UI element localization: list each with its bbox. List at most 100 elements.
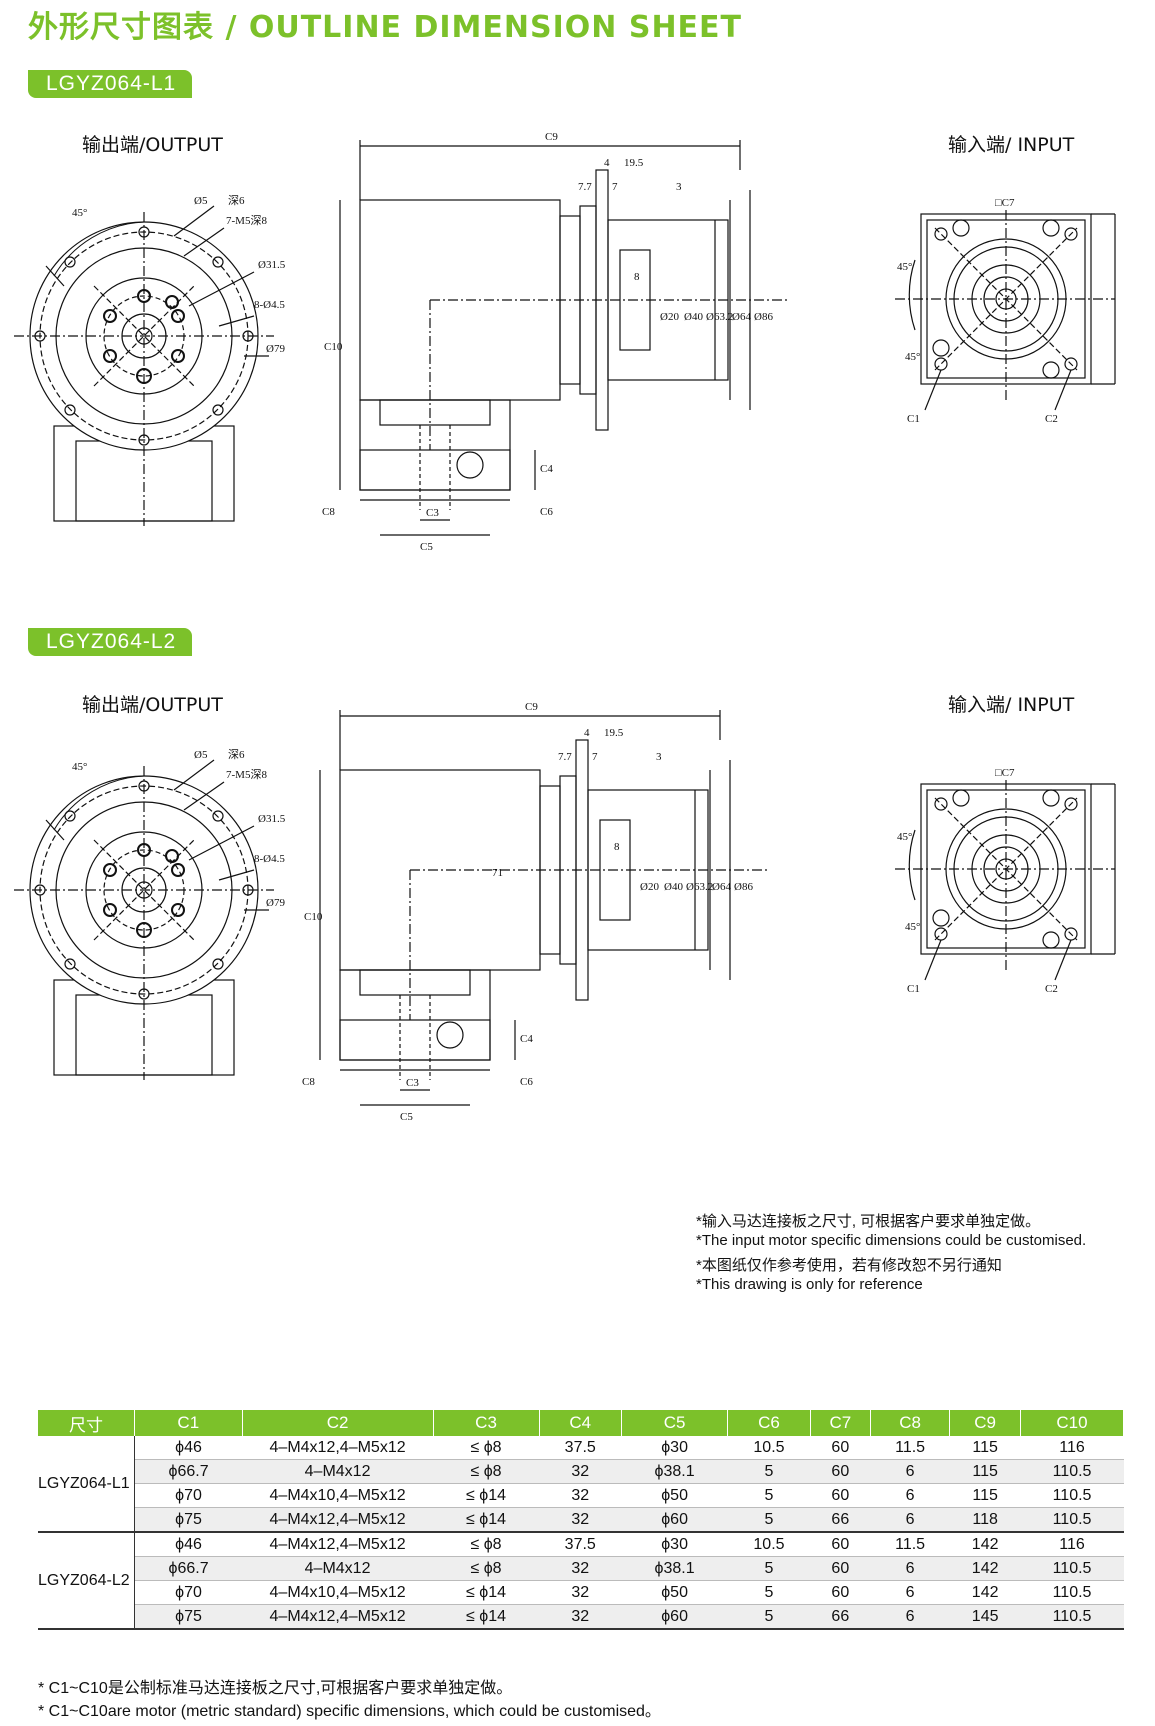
- notes-block-1: *输入马达连接板之尺寸, 可根据客户要求单独定做。 *The input mot…: [696, 1212, 1086, 1250]
- dim-c4: C4: [540, 463, 553, 475]
- footnote-2: * C1~C10are motor (metric standard) spec…: [38, 1703, 661, 1720]
- table-cell: 32: [539, 1483, 622, 1508]
- dim-hole-depth: 深6: [228, 748, 245, 761]
- dim-d40: Ø40: [664, 881, 683, 893]
- dim-c5: C5: [420, 541, 433, 553]
- output-view-label: 输出端/OUTPUT: [82, 694, 223, 716]
- table-cell: 60: [810, 1459, 871, 1484]
- table-cell: ≤ ϕ14: [433, 1483, 539, 1508]
- table-cell: ϕ50: [621, 1580, 728, 1605]
- thread-holes: [103, 843, 185, 938]
- table-cell: ϕ38.1: [621, 1556, 728, 1581]
- table-cell: 32: [539, 1556, 622, 1581]
- dim-c7: □C7: [995, 197, 1015, 209]
- thread-holes: [103, 289, 185, 384]
- dim-d40: Ø40: [684, 311, 703, 323]
- side-view-drawing: C9 4 19.5 7.7 7 3 C10 71 8 Ø20 Ø40 Ø63.2…: [302, 701, 770, 1123]
- table-cell: 115: [949, 1459, 1021, 1484]
- dim-d20: Ø20: [660, 311, 679, 323]
- dim-hole: Ø5: [194, 749, 208, 761]
- dim-8: 8: [634, 271, 640, 283]
- output-view-drawing: 45° Ø5 深6 7-M5深8 Ø31.5 8-Ø4.5 Ø79: [14, 748, 286, 1080]
- table-cell: 5: [727, 1604, 811, 1630]
- table-cell: 110.5: [1020, 1459, 1124, 1484]
- dim-4: 4: [604, 157, 610, 169]
- dim-c1: C1: [907, 413, 920, 425]
- dim-c4: C4: [520, 1033, 533, 1045]
- table-cell: 115: [949, 1483, 1021, 1508]
- dim-19-5: 19.5: [624, 157, 644, 169]
- dim-pcd2: Ø79: [266, 343, 285, 355]
- table-header-cell: C7: [810, 1410, 871, 1436]
- table-cell: 145: [949, 1604, 1021, 1630]
- table-cell: ≤ ϕ8: [433, 1436, 539, 1460]
- table-header-cell: C3: [433, 1410, 540, 1436]
- table-cell: 118: [949, 1507, 1021, 1533]
- table-cell: 110.5: [1020, 1483, 1124, 1508]
- table-cell: 142: [949, 1556, 1021, 1581]
- dim-c8: C8: [322, 506, 335, 518]
- table-cell: 4–M4x10,4–M5x12: [242, 1580, 434, 1605]
- table-header-cell: C9: [949, 1410, 1022, 1436]
- dim-c2: C2: [1045, 983, 1058, 995]
- table-cell: 4–M4x12,4–M5x12: [242, 1604, 434, 1630]
- dim-d86: Ø86: [754, 311, 773, 323]
- table-cell: 60: [810, 1532, 871, 1557]
- table-cell: ≤ ϕ8: [433, 1459, 539, 1484]
- table-cell: 4–M4x10,4–M5x12: [242, 1483, 434, 1508]
- dim-pcd1: Ø31.5: [258, 813, 286, 825]
- dim-c7: □C7: [995, 767, 1015, 779]
- table-cell: 115: [949, 1436, 1021, 1460]
- dim-c10: C10: [324, 341, 343, 353]
- dim-angle3: 45°: [905, 921, 920, 933]
- table-cell: 110.5: [1020, 1507, 1124, 1533]
- table-cell: ϕ50: [621, 1483, 728, 1508]
- table-cell: 66: [810, 1604, 871, 1630]
- input-bolt-holes: [932, 789, 1078, 949]
- table-cell: ϕ66.7: [134, 1459, 243, 1484]
- side-view-drawing: C9 4 19.5 7.7 7 3 C10 8 Ø20 Ø40 Ø63.2 Ø6…: [322, 131, 790, 553]
- table-cell: 4–M4x12: [242, 1459, 434, 1484]
- table-cell: 6: [870, 1507, 950, 1533]
- table-cell: 11.5: [870, 1532, 950, 1557]
- dim-7: 7: [592, 751, 598, 763]
- table-cell: 5: [727, 1459, 811, 1484]
- page-title: 外形尺寸图表 / OUTLINE DIMENSION SHEET: [28, 10, 743, 45]
- table-cell: ϕ46: [134, 1532, 243, 1557]
- dim-d63-2: Ø63.2: [686, 881, 713, 893]
- notes-block-2: *本图纸仅作参考使用，若有修改恕不另行通知 *This drawing is o…: [696, 1256, 1002, 1294]
- dim-thread: 7-M5深8: [226, 214, 267, 227]
- table-cell: ϕ60: [621, 1604, 728, 1630]
- table-header-cell: C10: [1020, 1410, 1124, 1436]
- dim-c3: C3: [406, 1077, 419, 1089]
- dim-d64: Ø64: [732, 311, 751, 323]
- table-header-cell: C1: [134, 1410, 243, 1436]
- table-header-cell: C5: [621, 1410, 729, 1436]
- table-cell: 4–M4x12: [242, 1556, 434, 1581]
- table-cell: 66: [810, 1507, 871, 1533]
- table-cell: 6: [870, 1483, 950, 1508]
- table-cell: ϕ70: [134, 1580, 243, 1605]
- dim-d20: Ø20: [640, 881, 659, 893]
- dim-angle2: 45°: [897, 831, 912, 843]
- table-cell: 110.5: [1020, 1556, 1124, 1581]
- table-cell: ϕ30: [621, 1436, 728, 1460]
- table-cell: ϕ38.1: [621, 1459, 728, 1484]
- model-tag: LGYZ064-L2: [28, 628, 192, 656]
- output-view-label: 输出端/OUTPUT: [82, 134, 223, 156]
- dim-d63-2: Ø63.2: [706, 311, 733, 323]
- dim-c1: C1: [907, 983, 920, 995]
- dim-c6: C6: [520, 1076, 533, 1088]
- table-header-cell: C4: [539, 1410, 622, 1436]
- table-cell: 32: [539, 1580, 622, 1605]
- table-cell: 5: [727, 1556, 811, 1581]
